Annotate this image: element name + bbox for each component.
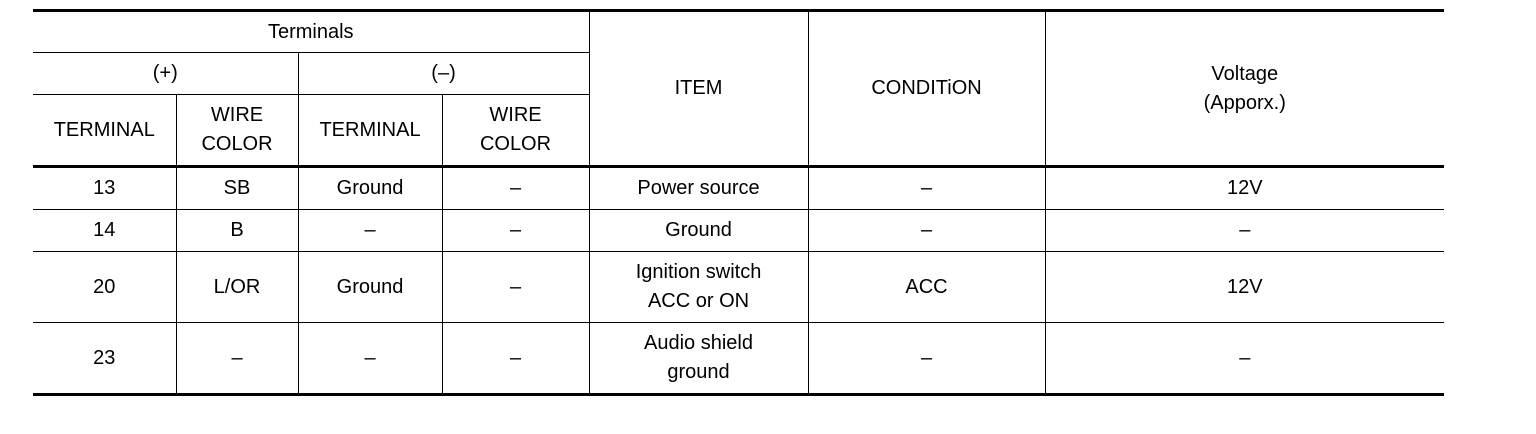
voltage-cell: 12V	[1044, 166, 1445, 210]
neg-wire-color-header: WIRE COLOR	[441, 94, 590, 168]
table-row: 23 – – – Audio shield ground – –	[33, 322, 1445, 395]
minus-header: (–)	[297, 52, 590, 95]
pos-terminal-cell: 23	[33, 322, 177, 395]
pos-wire-cell: SB	[175, 166, 299, 210]
neg-terminal-cell: Ground	[297, 166, 443, 210]
voltage-cell: 12V	[1044, 251, 1445, 323]
neg-wire-cell: –	[441, 209, 590, 252]
pos-wire-cell: L/OR	[175, 251, 299, 323]
neg-wire-cell: –	[441, 166, 590, 210]
neg-terminal-cell: –	[297, 322, 443, 395]
plus-header: (+)	[33, 52, 299, 95]
pos-terminal-cell: 20	[33, 251, 177, 323]
condition-cell: –	[807, 209, 1046, 252]
neg-wire-cell: –	[441, 322, 590, 395]
neg-terminal-header: TERMINAL	[297, 94, 443, 168]
item-header: ITEM	[588, 10, 809, 168]
table-row: 14 B – – Ground – –	[33, 209, 1445, 252]
condition-cell: –	[807, 322, 1046, 395]
condition-cell: –	[807, 166, 1046, 210]
item-cell: Power source	[588, 166, 809, 210]
neg-wire-cell: –	[441, 251, 590, 323]
terminal-spec-table: Terminals ITEM CONDITiON Voltage (Apporx…	[33, 9, 1445, 396]
item-cell: Ground	[588, 209, 809, 252]
pos-wire-cell: –	[175, 322, 299, 395]
pos-wire-cell: B	[175, 209, 299, 252]
condition-cell: ACC	[807, 251, 1046, 323]
condition-header: CONDITiON	[807, 10, 1046, 168]
pos-terminal-header: TERMINAL	[33, 94, 177, 168]
voltage-cell: –	[1044, 209, 1445, 252]
pos-wire-color-header: WIRE COLOR	[175, 94, 299, 168]
pos-terminal-cell: 13	[33, 166, 177, 210]
table-row: 20 L/OR Ground – Ignition switch ACC or …	[33, 251, 1445, 323]
neg-terminal-cell: Ground	[297, 251, 443, 323]
voltage-cell: –	[1044, 322, 1445, 395]
terminals-header: Terminals	[33, 10, 590, 53]
table-row: 13 SB Ground – Power source – 12V	[33, 166, 1445, 210]
neg-terminal-cell: –	[297, 209, 443, 252]
pos-terminal-cell: 14	[33, 209, 177, 252]
voltage-header: Voltage (Apporx.)	[1044, 10, 1445, 168]
item-cell: Ignition switch ACC or ON	[588, 251, 809, 323]
item-cell: Audio shield ground	[588, 322, 809, 395]
